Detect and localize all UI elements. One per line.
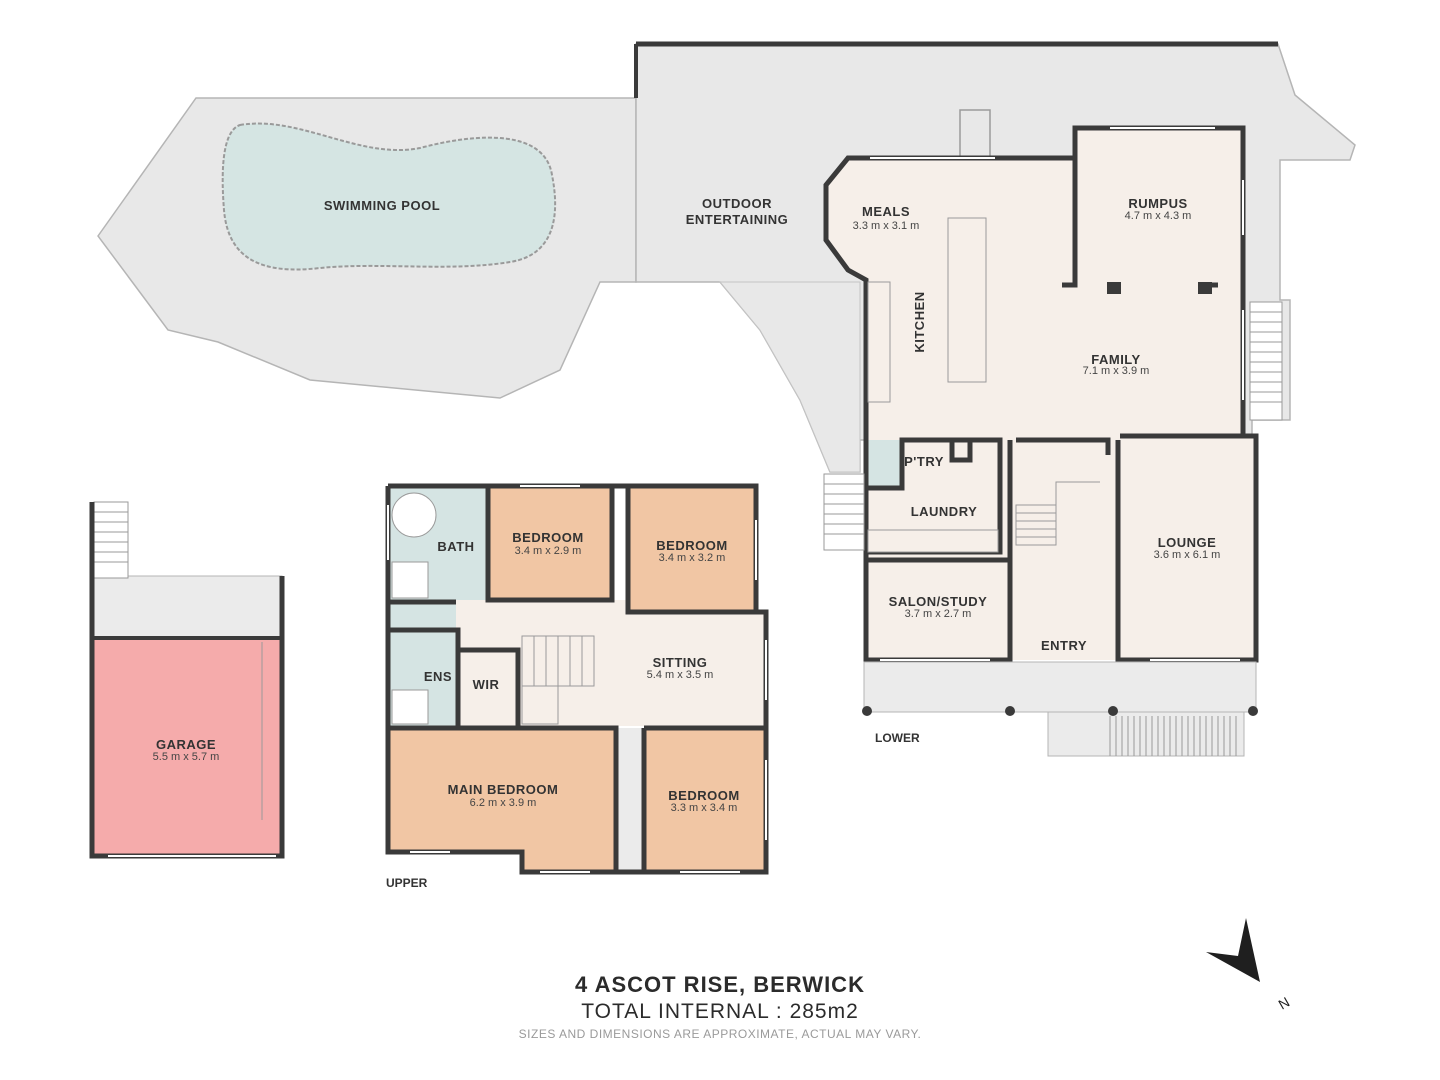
laundry-label: LAUNDRY xyxy=(911,504,978,519)
pantry-label: P'TRY xyxy=(904,454,944,469)
entry-label: ENTRY xyxy=(1041,638,1087,653)
bedroom3-wall xyxy=(625,486,756,615)
rumpus-label: RUMPUS xyxy=(1128,196,1187,211)
bedroom-3-floor xyxy=(628,486,756,610)
bedroom-3-label: BEDROOM xyxy=(656,538,727,553)
toilet-floor xyxy=(388,600,456,630)
total-internal-area: TOTAL INTERNAL : 285m2 xyxy=(581,1000,859,1023)
lounge-dim: 3.6 m x 6.1 m xyxy=(1154,549,1221,561)
upper-level-label: UPPER xyxy=(386,876,428,890)
bedroom-2-dim: 3.4 m x 2.9 m xyxy=(515,545,582,557)
kitchen-label: KITCHEN xyxy=(912,291,927,352)
bedroom-4-dim: 3.3 m x 3.4 m xyxy=(671,802,738,814)
outdoor-entertaining-label-line1: OUTDOOR xyxy=(702,196,772,211)
upper-stairs xyxy=(521,635,595,725)
side-stairs xyxy=(823,473,865,551)
entry-stairs xyxy=(1015,481,1100,546)
meals-label: MEALS xyxy=(862,204,910,219)
driveway-path xyxy=(718,281,861,473)
ens-wall xyxy=(388,627,461,726)
porch-post-3 xyxy=(1108,706,1118,716)
powder-room xyxy=(868,440,902,488)
upper-windows xyxy=(387,485,767,873)
sitting-label: SITTING xyxy=(653,655,708,670)
garage-floor xyxy=(92,638,282,856)
porch-step-lines xyxy=(1109,716,1237,756)
wir-label: WIR xyxy=(473,677,500,692)
kitchen-island xyxy=(947,217,987,383)
porch-post-4 xyxy=(1248,706,1258,716)
disclaimer: SIZES AND DIMENSIONS ARE APPROXIMATE, AC… xyxy=(518,1027,922,1041)
bedroom-2-label: BEDROOM xyxy=(512,530,583,545)
lower-level: MEALS 3.3 m x 3.1 m RUMPUS 4.7 m x 4.3 m… xyxy=(823,125,1283,757)
sitting-floor xyxy=(456,600,766,726)
ens-label: ENS xyxy=(424,669,452,684)
lounge-label: LOUNGE xyxy=(1158,535,1217,550)
garage-porch xyxy=(91,575,283,639)
north-arrow-icon: N xyxy=(1206,918,1292,1013)
bath-wall xyxy=(485,486,615,603)
kitchen-bench xyxy=(867,281,891,403)
property-address: 4 ASCOT RISE, BERWICK xyxy=(575,972,865,997)
wir-floor xyxy=(460,650,518,726)
lower-level-label: LOWER xyxy=(875,731,920,745)
entry-wall xyxy=(1016,437,1111,455)
upper-corridor xyxy=(618,728,644,872)
porch-post-1 xyxy=(862,706,872,716)
lounge-floor xyxy=(1120,438,1256,658)
main-bedroom-label: MAIN BEDROOM xyxy=(448,782,559,797)
outdoor-entertaining-label-line2: ENTERTAINING xyxy=(686,212,789,227)
laundry-bench xyxy=(867,529,999,553)
sitting-dim: 5.4 m x 3.5 m xyxy=(647,669,714,681)
rear-stairs xyxy=(1249,301,1283,421)
garage-dim: 5.5 m x 5.7 m xyxy=(153,751,220,763)
salon-dim: 3.7 m x 2.7 m xyxy=(905,608,972,620)
bedroom-3-dim: 3.4 m x 3.2 m xyxy=(659,552,726,564)
bedroom-4-floor xyxy=(644,728,766,872)
north-arrow-pointer xyxy=(1206,918,1260,982)
swimming-pool xyxy=(221,122,557,271)
chimney xyxy=(959,109,991,159)
column-1 xyxy=(1107,282,1121,294)
lower-windows xyxy=(870,127,1244,661)
bedroom-2-floor xyxy=(488,486,612,600)
garage: GARAGE 5.5 m x 5.7 m xyxy=(89,501,285,859)
upper-level: BATH BEDROOM 3.4 m x 2.9 m BEDROOM 3.4 m… xyxy=(385,483,769,890)
family-dim: 7.1 m x 3.9 m xyxy=(1083,365,1150,377)
rumpus-dim: 4.7 m x 4.3 m xyxy=(1125,210,1192,222)
column-2 xyxy=(1198,282,1212,294)
bath-label: BATH xyxy=(437,539,474,554)
ens-shower xyxy=(391,689,429,725)
main-bed-wall xyxy=(388,725,619,872)
wir-wall xyxy=(460,647,521,726)
shower xyxy=(391,561,429,599)
front-porch xyxy=(863,661,1257,713)
pantry-wall xyxy=(949,440,973,463)
garage-stairs xyxy=(93,501,129,579)
meals-wall xyxy=(823,155,1075,470)
porch-post-2 xyxy=(1005,706,1015,716)
main-bedroom-floor xyxy=(388,728,616,872)
meals-dim: 3.3 m x 3.1 m xyxy=(853,220,920,232)
swimming-pool-label: SWIMMING POOL xyxy=(324,198,440,213)
bedroom-4-label: BEDROOM xyxy=(668,788,739,803)
salon-label: SALON/STUDY xyxy=(889,594,988,609)
spa-bath xyxy=(391,492,437,538)
main-bedroom-dim: 6.2 m x 3.9 m xyxy=(470,797,537,809)
garage-label: GARAGE xyxy=(156,737,216,752)
family-label: FAMILY xyxy=(1091,352,1140,367)
rumpus-stub-left xyxy=(1062,158,1078,288)
